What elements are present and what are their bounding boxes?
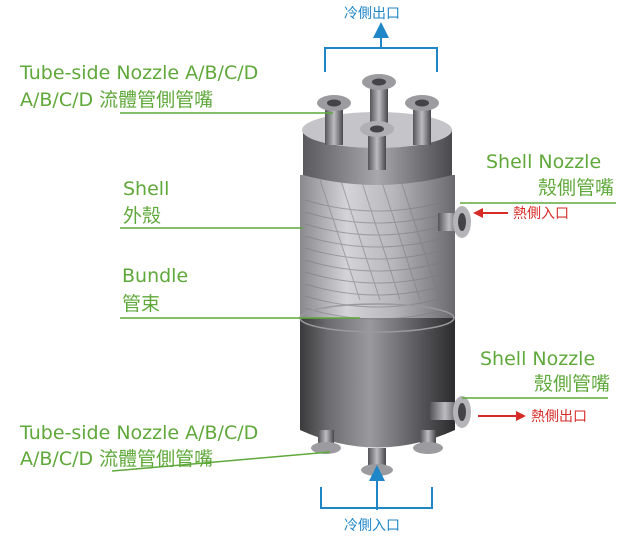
cold-outlet-bracket [324,22,438,72]
cold-inlet-label: 冷側入口 [344,518,400,534]
hot-outlet-arrow [478,411,526,421]
shell-nozzles [430,206,471,428]
bottom-tube-nozzles [311,430,443,476]
cold-outlet-label: 冷側出口 [344,6,400,22]
bundle-label-en: Bundle [122,265,189,287]
tube-nozzle-bottom-label-en: Tube-side Nozzle A/B/C/D [20,422,259,444]
cold-inlet-bracket [320,465,433,510]
bundle-label-zh: 管束 [122,293,161,315]
hot-inlet-label: 熱側入口 [513,206,569,222]
tube-nozzle-top-label-en: Tube-side Nozzle A/B/C/D [20,62,259,84]
shell-nozzle-top-label-en: Shell Nozzle [486,151,602,173]
tube-nozzle-top-label-zh: A/B/C/D 流體管側管嘴 [20,89,214,111]
tube-nozzle-bottom-label-zh: A/B/C/D 流體管側管嘴 [20,448,214,470]
shell-nozzle-bottom-label-zh: 殼側管嘴 [534,373,611,395]
hot-outlet-label: 熱側出口 [531,409,587,425]
shell-nozzle-bottom-label-en: Shell Nozzle [480,348,596,370]
shell-nozzle-top-label-zh: 殼側管嘴 [538,177,615,199]
shell-label-en: Shell [123,178,170,200]
leader-lines [111,112,616,472]
hot-inlet-arrow [473,208,508,218]
top-tube-nozzles [317,74,439,170]
shell-label-zh: 外殼 [123,205,162,227]
